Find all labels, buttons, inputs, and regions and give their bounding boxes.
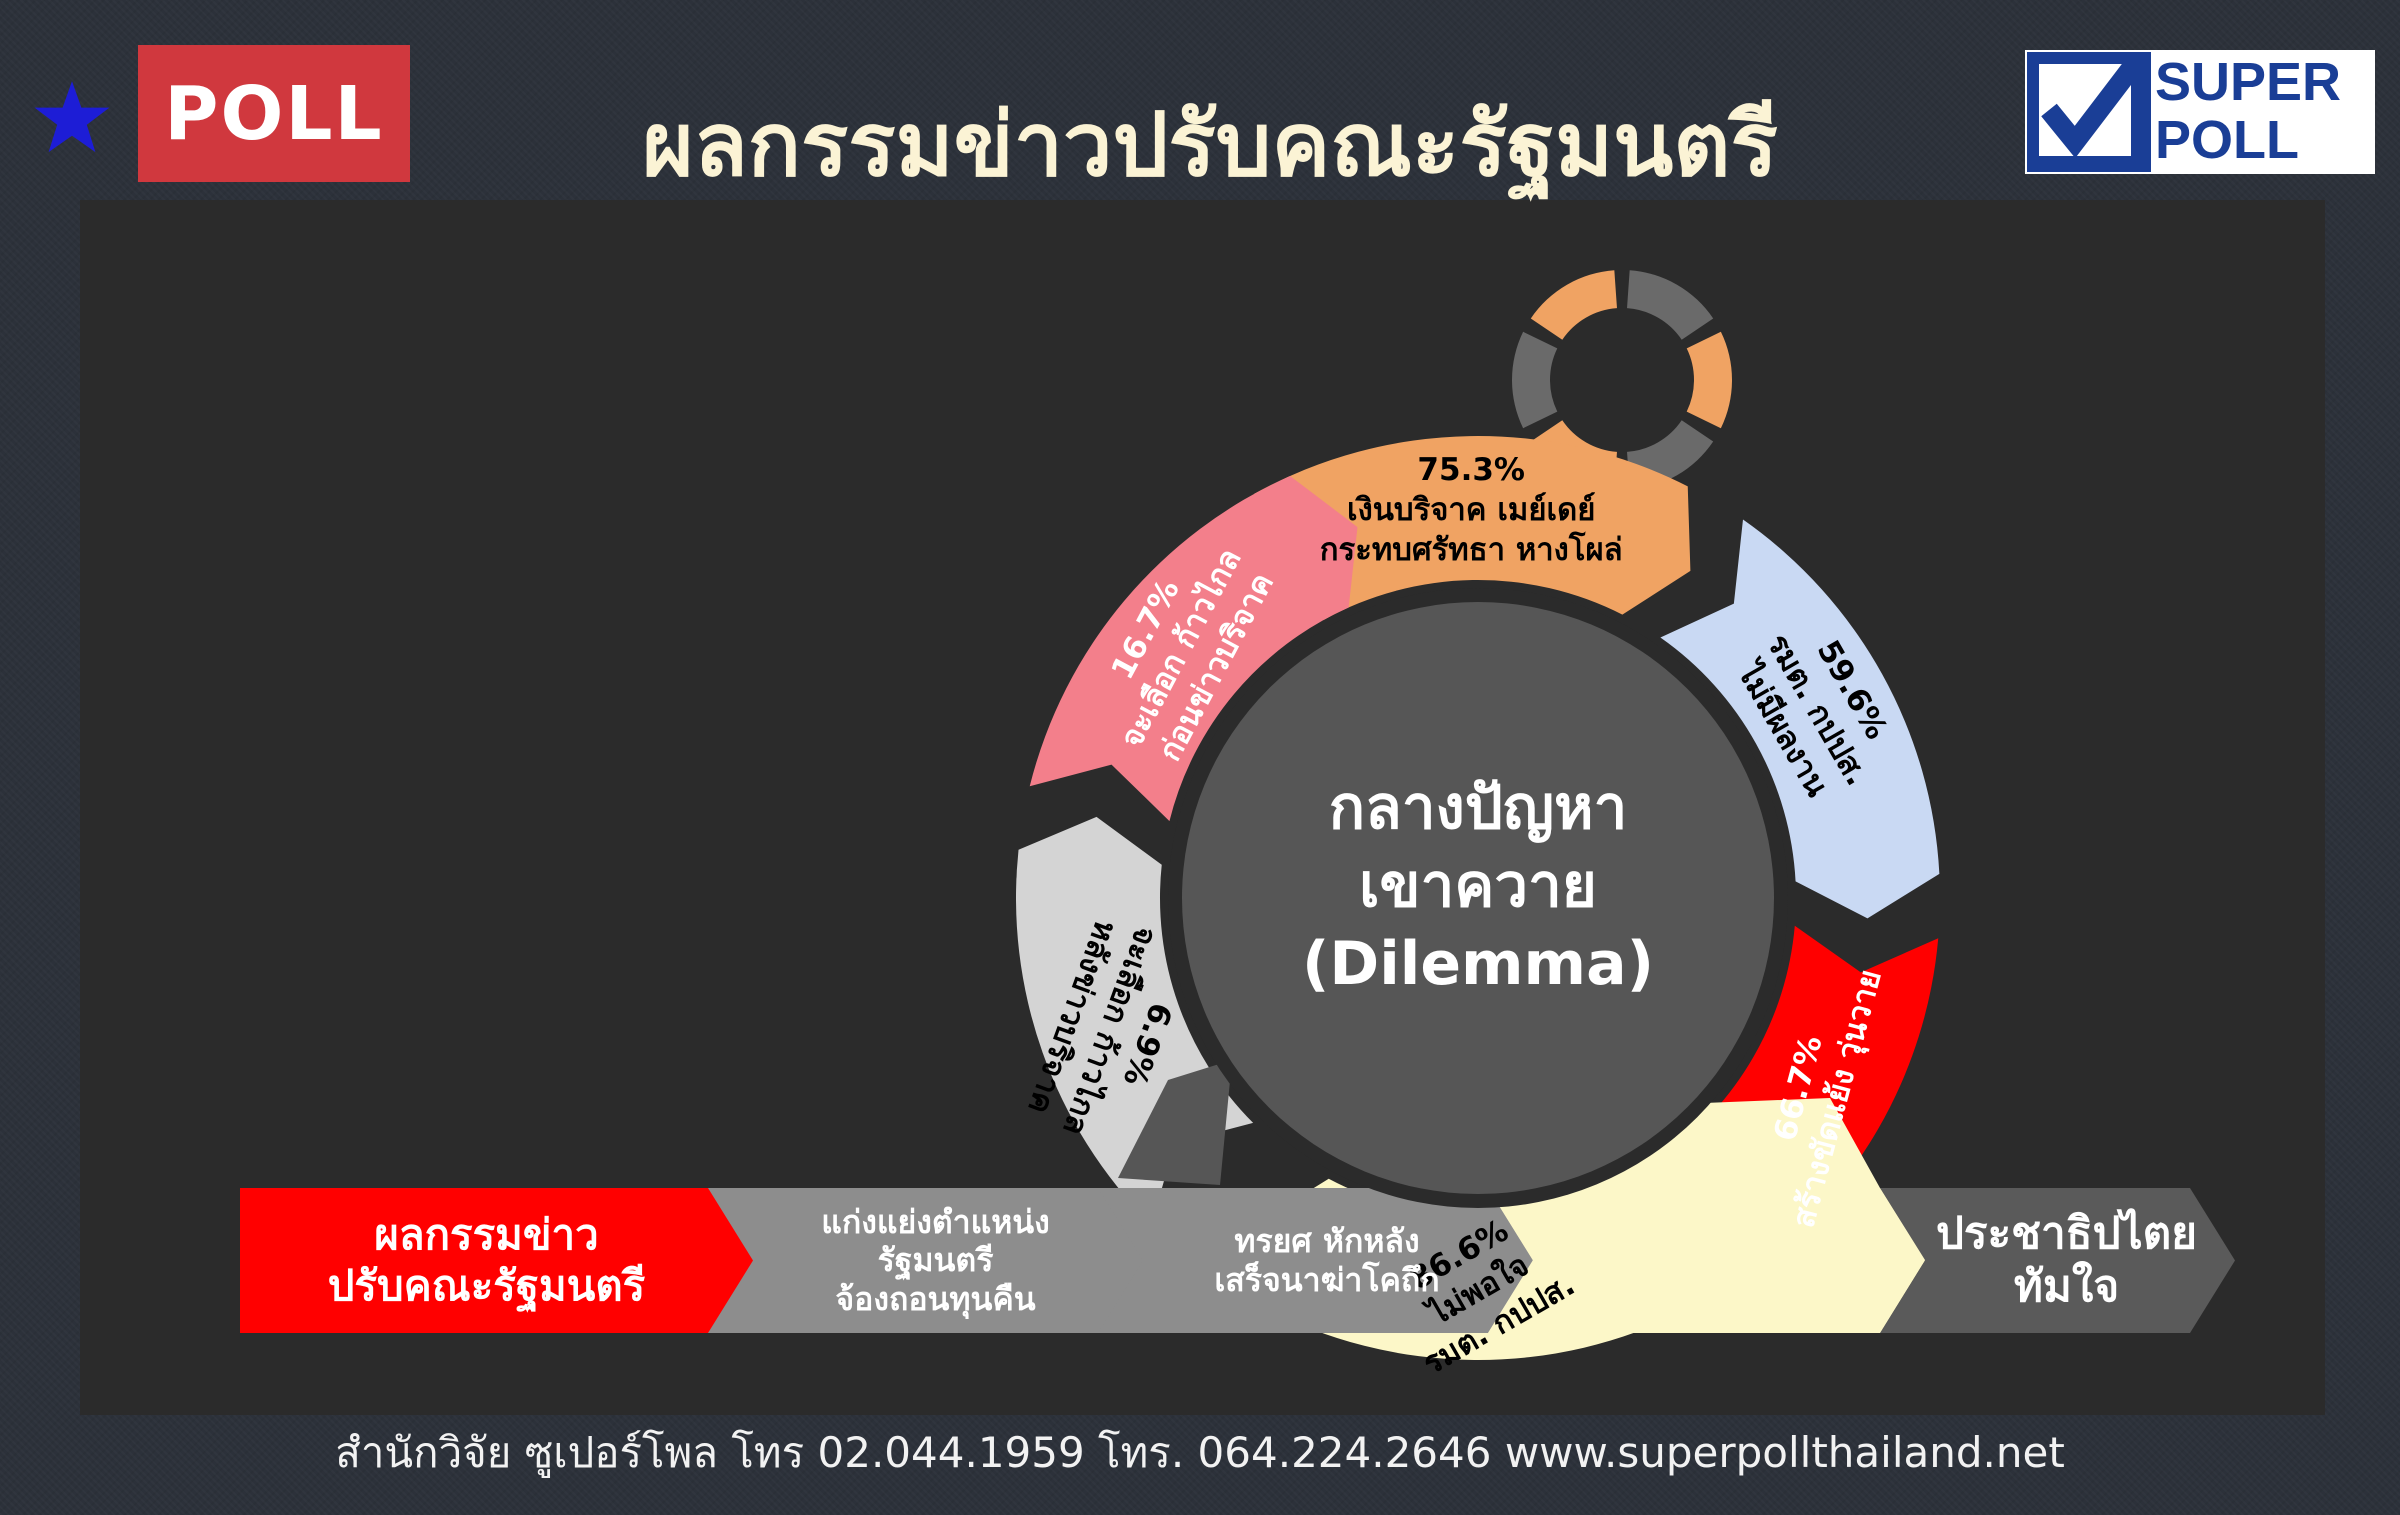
process-arrow-3 [1098,1188,1538,1333]
cycle-icon-part [1686,331,1732,429]
process-arrow-label-2: แก่งแย่งตำแหน่ง รัฐมนตรี จ้องถอนทุนคืน [821,1202,1050,1318]
segment-1-line2: กระทบศรัทธา หางโผล่ [1320,531,1623,568]
cycle-icon-part [1512,331,1558,429]
process-arrow-5 [1880,1188,2235,1333]
segment-label-1: 75.3% เงินบริจาค เมย์เดย์กระทบศรัทธา หางโ… [1320,452,1623,568]
segment-1-line1: เงินบริจาค เมย์เดย์ [1347,492,1595,528]
star-icon [34,81,110,153]
page-title: ผลกรรมข่าวปรับคณะรัฐมนตรี [642,93,1778,196]
poll-badge: POLL [138,45,410,182]
funnel-shape [1118,1060,1232,1185]
process-arrow-label-1: ผลกรรมข่าว ปรับคณะรัฐมนตรี [327,1210,646,1310]
process-arrow-1 [240,1188,760,1333]
process-arrow-label-5: ประชาธิปไตย ทัมใจ [1935,1207,2198,1312]
center-line-2: เขาควาย [1359,851,1597,921]
center-circle-fill [1182,602,1774,1194]
ring-segment-6 [1029,475,1358,822]
segment-1-percent: 75.3% [1417,452,1525,488]
logo-word-super: SUPER [2155,52,2342,112]
superpoll-logo: SUPER POLL [2025,50,2375,174]
ring-segment-1 [1254,435,1691,620]
cycle-icon-part [1627,270,1714,340]
process-arrow-2 [708,1188,1145,1333]
logo-word-poll: POLL [2155,110,2299,170]
footer-contact: สำนักวิจัย ซูเปอร์โพล โทร 02.044.1959 โท… [335,1428,2065,1477]
ring-segment-2 [1660,519,1940,919]
cycle-icon-part [1530,270,1617,340]
checkmark-icon [2027,51,2151,172]
center-line-1: กลางปัญหา [1329,773,1628,843]
process-arrow-label-3: ทรยศ หักหลัง เสร็จนาฆ่าโคถึก [1214,1222,1440,1299]
center-line-3: (Dilemma) [1302,929,1654,999]
